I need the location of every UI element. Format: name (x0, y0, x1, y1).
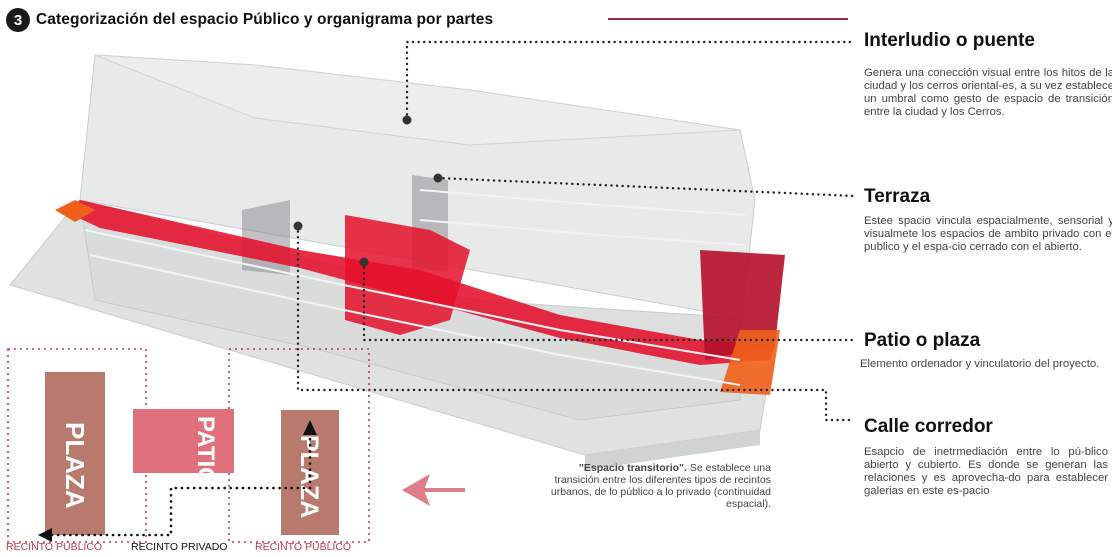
text-patio: Elemento ordenador y vinculatorio del pr… (860, 358, 1100, 370)
marker-dot (402, 115, 412, 125)
text-terraza: Estee spacio vincula espacialmente, sens… (864, 215, 1112, 253)
text-interludio: Genera una conección visual entre los hi… (864, 67, 1112, 118)
zone-label-publico-left: RECINTO PÚBLICO (6, 541, 103, 553)
plaza-label-right: PLAZA (295, 435, 323, 518)
arrowhead-left (38, 528, 52, 542)
orange-end-right (720, 330, 780, 395)
heading-patio: Patio o plaza (864, 330, 981, 351)
marker-dot (433, 173, 443, 183)
step-number-badge: 3 (6, 8, 30, 32)
arrowhead-up (303, 420, 317, 435)
transition-note: "Espacio transitorio". Se establece una … (536, 462, 771, 510)
main-volume-top (94, 54, 741, 146)
marker-dot (293, 221, 303, 231)
orange-end-left (55, 200, 95, 222)
base-slab-front (585, 430, 760, 470)
text-calle: Esapcio de inetrmediación entre lo pú-bl… (864, 446, 1108, 497)
page-title: Categorización del espacio Público y org… (36, 11, 494, 28)
plaza-label-left: PLAZA (60, 422, 90, 509)
plaza-block-left (45, 372, 105, 535)
zone-boundary-publico-right (228, 348, 370, 543)
heading-interludio: Interludio o puente (864, 30, 1035, 51)
terrace-line (419, 219, 746, 246)
leader-interludio (405, 40, 857, 122)
leader-terraza (436, 176, 857, 198)
heading-terraza: Terraza (864, 186, 931, 207)
circulation-path (50, 433, 312, 537)
transition-note-title: "Espacio transitorio". (578, 462, 687, 474)
leader-patio (362, 260, 857, 342)
title-rule-line (608, 18, 848, 20)
section-title: 3 Categorización del espacio Público y o… (6, 6, 493, 34)
heading-calle: Calle corredor (864, 416, 993, 437)
terrace-line (89, 254, 741, 386)
patio-label: PATIO (192, 416, 219, 486)
zone-label-privado: RECINTO PRIVADO (131, 541, 228, 553)
terrace-line (419, 189, 746, 216)
terrace-line (84, 229, 741, 361)
zone-label-publico-right: RECINTO PÚBLICO (255, 541, 352, 553)
patio-block (133, 409, 234, 473)
direction-arrow-head (402, 474, 430, 506)
marker-dot (359, 257, 369, 267)
organigram-diagram: PLAZA PATIO PLAZA (7, 348, 465, 543)
transition-note-body: Se establece una transición entre los di… (550, 462, 771, 510)
